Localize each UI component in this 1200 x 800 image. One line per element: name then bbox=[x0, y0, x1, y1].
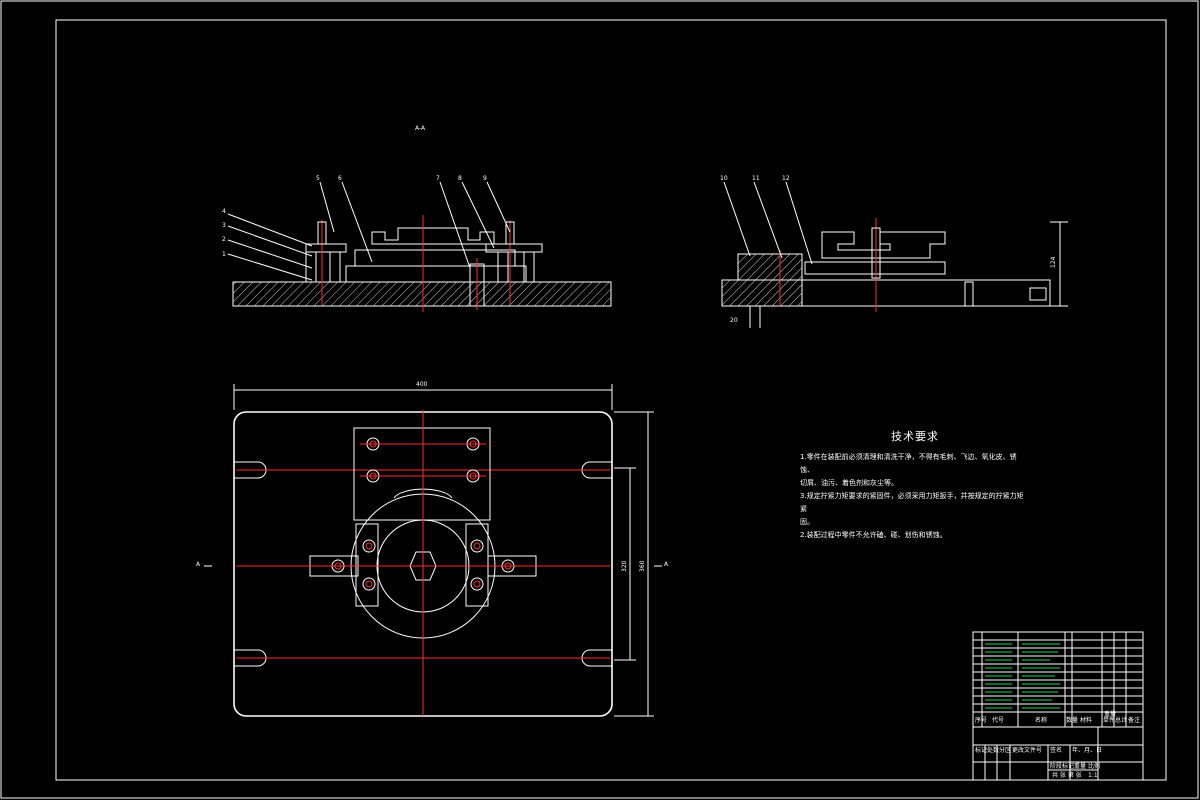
right-clamp bbox=[485, 243, 543, 253]
left-bolt bbox=[317, 221, 327, 245]
callout-5: 5 bbox=[316, 175, 320, 182]
hdr-code: 代号 bbox=[992, 716, 1004, 724]
callout-1: 1 bbox=[222, 251, 226, 258]
section-mark-right: A bbox=[664, 561, 669, 568]
callout-9: 9 bbox=[483, 175, 487, 182]
hdr-name: 名称 bbox=[1035, 716, 1047, 724]
dim-outer-height: 360 bbox=[639, 560, 646, 572]
sheet-count: 共 张 第 张 bbox=[1052, 771, 1082, 779]
callout-11: 11 bbox=[752, 175, 760, 182]
title-block: 序号 代号 名称 数量 材料 单件 总计 备注 重量 标记 处数 分区 更改文件… bbox=[972, 631, 1144, 781]
hdr-no: 序号 bbox=[975, 716, 987, 724]
sign-mark: 标记 bbox=[975, 746, 987, 754]
dim-inner-height: 320 bbox=[621, 560, 628, 572]
left-post-2 bbox=[329, 251, 341, 283]
dim-small: 20 bbox=[730, 317, 738, 324]
callout-10: 10 bbox=[720, 175, 728, 182]
tech-req-item-5: 2.装配过程中零件不允许磕、碰、划伤和锈蚀。 bbox=[800, 531, 947, 539]
hdr-material: 材料 bbox=[1080, 716, 1092, 724]
bottom-weight: 重量 bbox=[1074, 762, 1086, 770]
inner-border bbox=[55, 19, 1167, 781]
sign-count: 处数 bbox=[987, 746, 999, 754]
sign-signature: 签名 bbox=[1050, 746, 1062, 754]
sign-zone: 分区 bbox=[999, 746, 1011, 754]
plan-view: 400 bbox=[196, 381, 669, 717]
tech-req-item-2: 切屑、油污、着色剂和灰尘等。 bbox=[800, 479, 898, 487]
tech-req-title: 技术要求 bbox=[891, 430, 939, 443]
right-bolt bbox=[505, 221, 515, 245]
hdr-unit: 单件 bbox=[1103, 716, 1115, 724]
top-block bbox=[371, 227, 495, 245]
callout-12: 12 bbox=[782, 175, 790, 182]
base-plate bbox=[232, 281, 612, 307]
bottom-scale: 比例 bbox=[1088, 762, 1100, 770]
callout-3: 3 bbox=[222, 222, 226, 229]
left-post bbox=[305, 251, 317, 283]
sign-change: 更改文件号 bbox=[1012, 746, 1042, 754]
right-post-2 bbox=[523, 251, 535, 283]
side-block bbox=[737, 253, 803, 281]
tech-req-item-4: 固。 bbox=[800, 518, 814, 526]
side-section-view: 124 20 10 11 12 bbox=[720, 175, 1068, 328]
scale-value: 1:1 bbox=[1088, 772, 1098, 779]
technical-requirements: 技术要求 1.零件在装配前必须清理和清洗干净，不得有毛刺、飞边、氧化皮、锈蚀、 … bbox=[800, 430, 1030, 542]
callout-4: 4 bbox=[222, 208, 226, 215]
left-clamp bbox=[305, 243, 347, 253]
right-post bbox=[497, 251, 509, 283]
hdr-weight: 重量 bbox=[1104, 710, 1116, 718]
tech-req-item-3: 3.规定拧紧力矩要求的紧固件，必须采用力矩扳手，并按规定的拧紧力矩紧 bbox=[800, 492, 1024, 513]
stage-mark: 阶段标记 bbox=[1050, 762, 1074, 770]
hdr-qty: 数量 bbox=[1066, 716, 1078, 724]
dim-side-height: 124 bbox=[1050, 256, 1057, 268]
section-label: A-A bbox=[415, 125, 426, 132]
section-mark-left: A bbox=[196, 561, 201, 568]
mid-body bbox=[345, 265, 527, 283]
dim-overall-width: 400 bbox=[416, 381, 428, 388]
sign-date: 年、月、日 bbox=[1072, 746, 1102, 754]
upper-body bbox=[354, 249, 516, 267]
hdr-remark: 备注 bbox=[1128, 716, 1140, 724]
callout-2: 2 bbox=[222, 236, 226, 243]
callout-6: 6 bbox=[338, 175, 342, 182]
front-section-view: A-A bbox=[222, 125, 612, 312]
callout-7: 7 bbox=[436, 175, 440, 182]
tech-req-item-1: 1.零件在装配前必须清理和清洗干净，不得有毛刺、飞边、氧化皮、锈蚀、 bbox=[800, 453, 1017, 474]
hdr-total: 总计 bbox=[1115, 716, 1127, 724]
side-top bbox=[821, 231, 946, 259]
callout-8: 8 bbox=[458, 175, 462, 182]
